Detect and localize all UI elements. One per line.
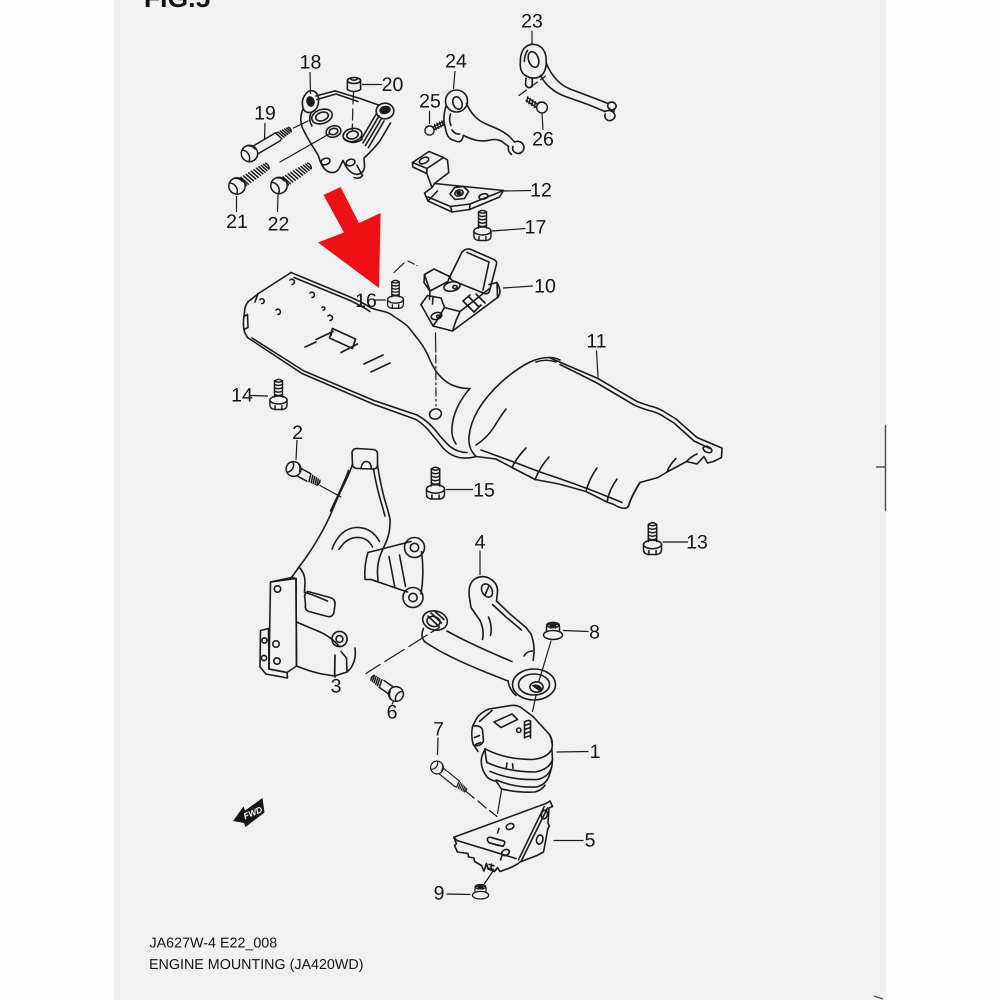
svg-text:5: 5	[585, 830, 596, 852]
svg-text:1: 1	[590, 741, 601, 763]
svg-text:JA627W-4 E22_008: JA627W-4 E22_008	[150, 936, 278, 952]
svg-text:2: 2	[292, 422, 303, 444]
svg-text:23: 23	[521, 11, 543, 33]
svg-text:11: 11	[586, 331, 606, 353]
svg-text:22: 22	[268, 214, 290, 236]
svg-text:20: 20	[382, 74, 404, 96]
svg-text:8: 8	[589, 622, 600, 644]
svg-text:7: 7	[433, 719, 444, 741]
svg-text:16: 16	[355, 290, 377, 312]
svg-text:FIG.5: FIG.5	[144, 0, 210, 13]
svg-text:ENGINE MOUNTING (JA420WD): ENGINE MOUNTING (JA420WD)	[149, 957, 363, 973]
svg-text:26: 26	[532, 129, 554, 151]
svg-text:12: 12	[530, 180, 552, 202]
svg-text:3: 3	[331, 676, 342, 698]
svg-text:10: 10	[534, 276, 556, 298]
svg-text:13: 13	[686, 532, 708, 554]
svg-text:6: 6	[387, 702, 398, 724]
svg-text:24: 24	[445, 51, 467, 73]
svg-text:18: 18	[300, 52, 322, 74]
svg-text:17: 17	[525, 217, 547, 239]
svg-text:14: 14	[231, 385, 253, 407]
svg-text:15: 15	[473, 480, 495, 502]
svg-text:9: 9	[434, 883, 445, 905]
svg-text:25: 25	[419, 91, 441, 113]
svg-text:4: 4	[475, 532, 486, 554]
svg-text:21: 21	[226, 211, 248, 233]
svg-text:19: 19	[254, 103, 276, 125]
